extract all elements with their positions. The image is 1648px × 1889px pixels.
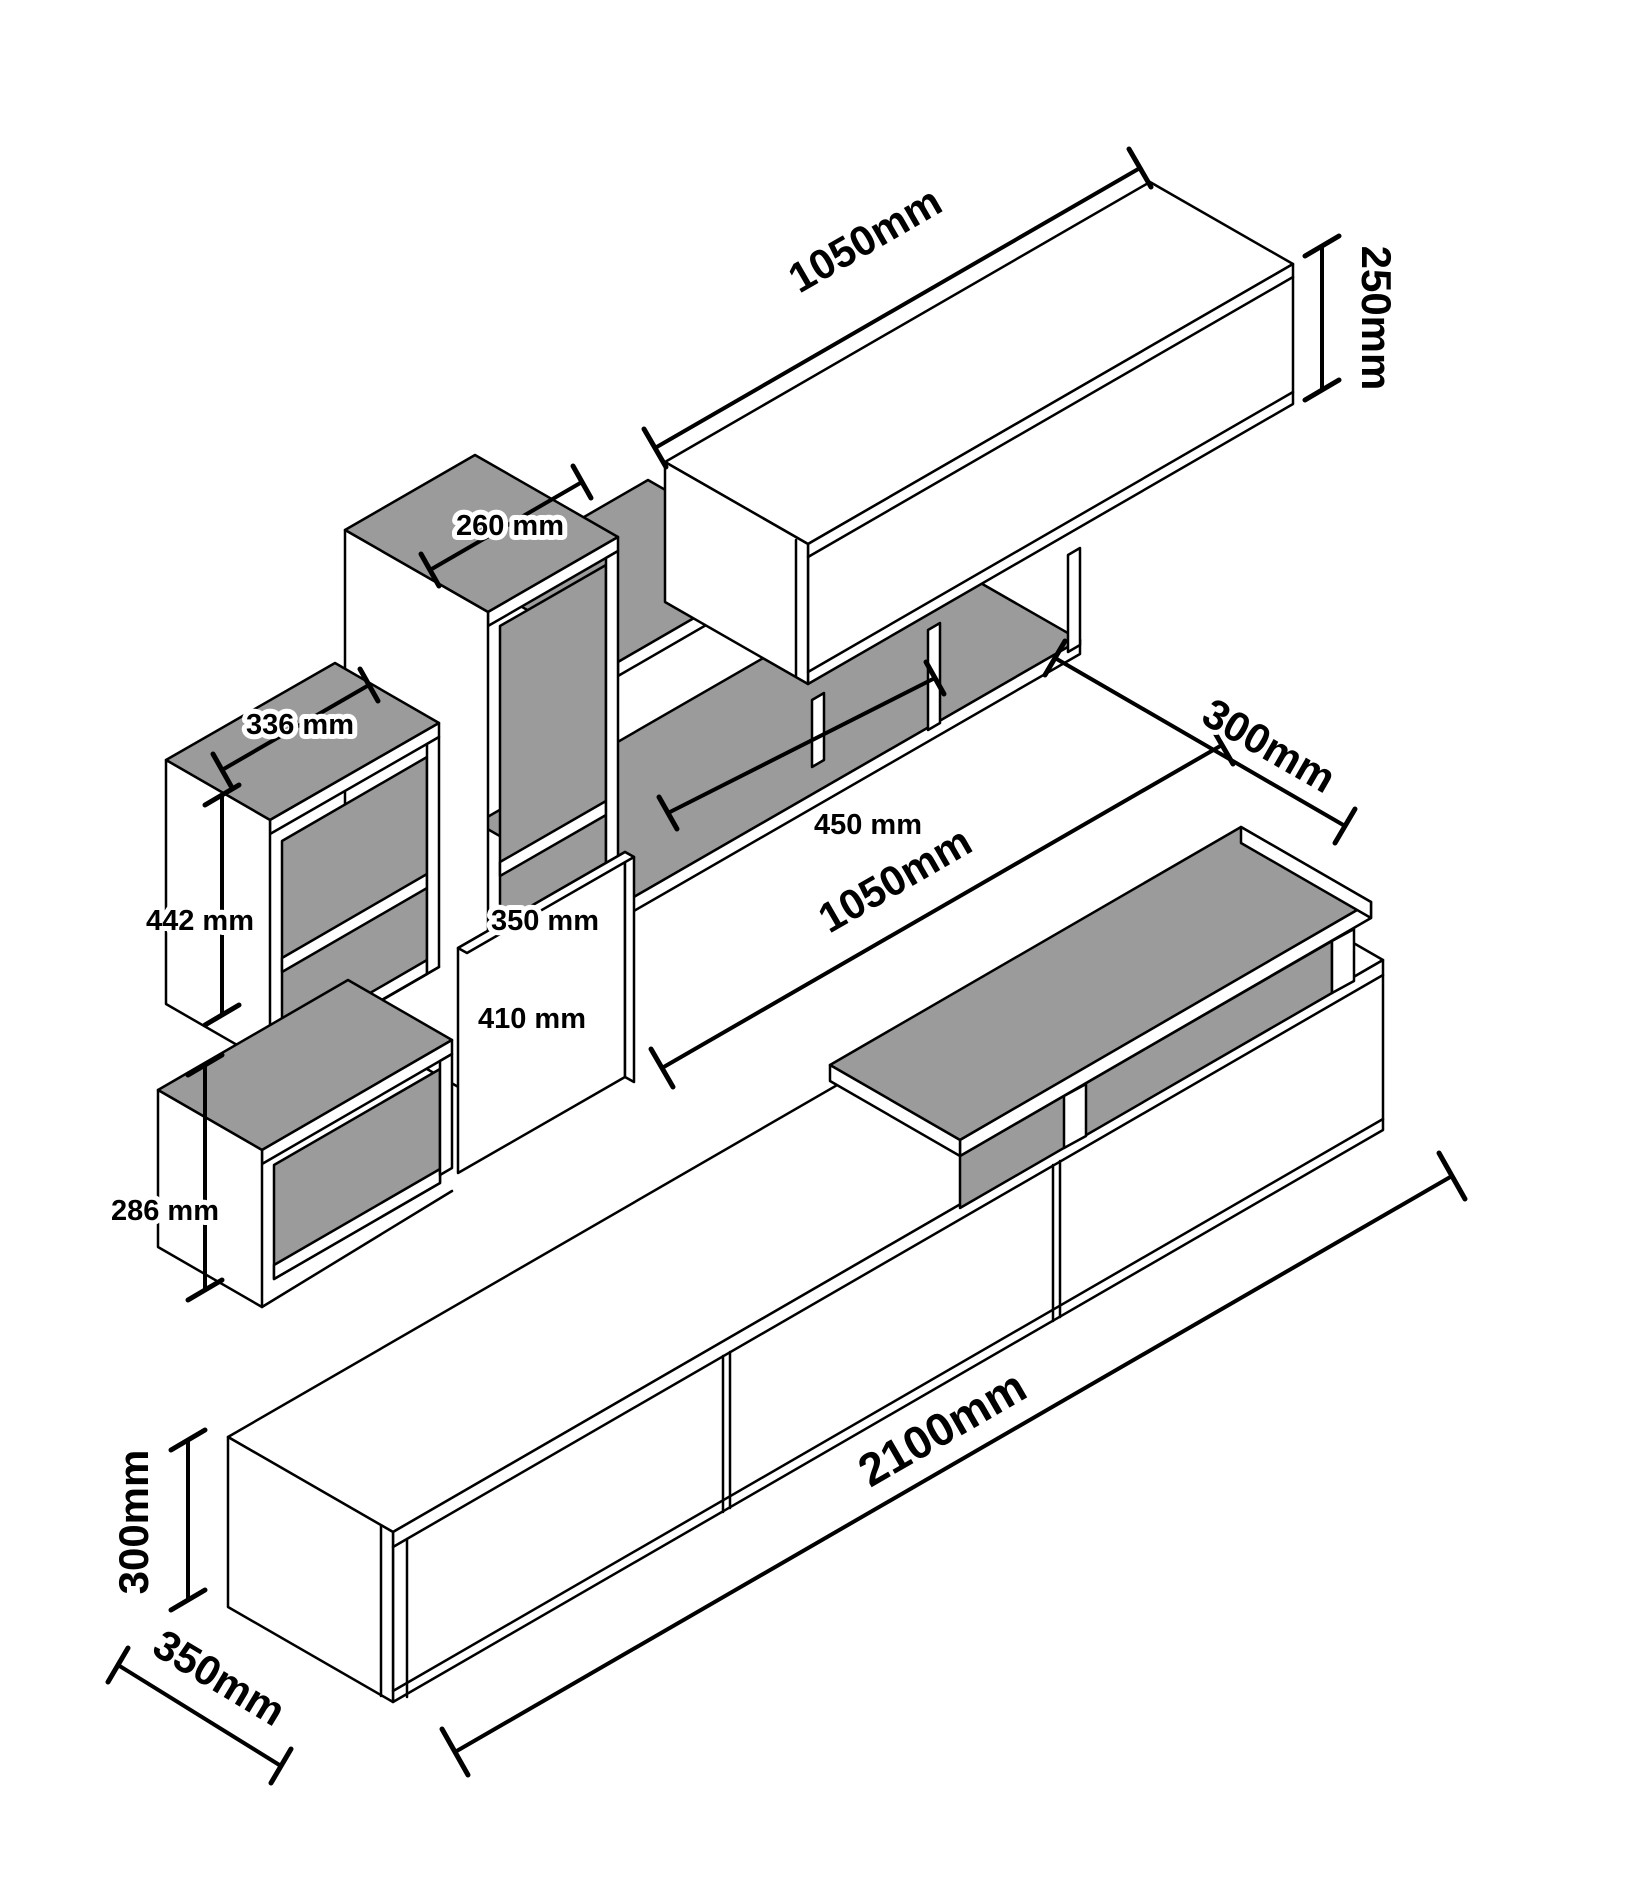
small-shelf-right-panel-edge [438,1052,454,1177]
label-wall-cabinet-length: 1050mm [780,177,949,302]
floating-shelf-left-edge [828,1063,962,1158]
small-shelf-left-side-panel [156,1088,264,1309]
dim-tick [1302,377,1342,403]
label-tv-stand-depth: 350mm [145,1620,293,1735]
small-shelf [156,978,454,1309]
door-panel-top-edge [456,850,636,955]
dim-lower-cubby-width [656,659,947,832]
label-cube-height: 442 mm [146,905,254,937]
wall-cabinet-panel-edge-top [806,275,1295,559]
door-panel [456,850,636,1175]
dim-wall-cabinet-length [641,146,1154,470]
tv-stand-top-reveal [391,973,1385,1549]
dim-tick [202,782,242,808]
dim-line [1053,656,1347,828]
dim-tick [641,426,669,470]
dim-tick [1332,806,1358,846]
wall-cabinet [663,180,1295,686]
dim-tick [1042,638,1068,678]
small-shelf-bottom-shelf [272,1167,442,1281]
dim-tick [1302,233,1342,259]
wall-cabinet-panel-edge-bottom [806,390,1295,674]
label-cube-width: 336 mm [246,709,354,741]
dim-tick [268,1746,294,1786]
label-wall-cabinet-height: 250mm [1353,246,1400,391]
dim-line [666,676,937,815]
tv-stand-door-divider-2 [1051,1159,1062,1323]
label-door-height: 410 mm [478,1003,586,1035]
label-tower-top-width: 260 mm [456,510,564,542]
right-end-panel [1066,546,1082,654]
dim-small-shelf-height [185,1052,225,1303]
dim-tick [1126,146,1154,190]
label-door-width: 350 mm [491,905,599,937]
cabinet-support-panel [810,691,826,769]
dim-tv-stand-height [168,1427,208,1613]
dim-cube-width [210,666,381,789]
door-panel-side-edge [623,850,636,1084]
label-floating-shelf-depth: 300mm [1195,689,1344,802]
dim-tick [168,1427,208,1453]
label-lower-cubby-width: 450 mm [814,809,922,841]
dim-tick [210,751,234,789]
dim-tick [357,666,381,704]
floating-shelf [828,825,1373,1210]
label-small-shelf-height: 286 mm [111,1195,219,1227]
dim-tick [168,1587,208,1613]
dim-line [653,166,1142,450]
dim-tick [656,794,680,832]
tv-stand-door-divider-1 [721,1350,732,1514]
small-shelf-bottom-edge [260,1189,454,1309]
dim-tick [923,659,947,697]
dim-tick [439,1726,471,1778]
dim-line [660,743,1224,1070]
dim-line [220,683,371,772]
floating-shelf-right-edge [1239,825,1373,920]
cube-left-side-panel [164,758,272,1066]
dim-line [453,1174,1454,1754]
tv-stand-bottom-reveal [391,1117,1385,1693]
dim-wall-cabinet-height [1302,233,1342,403]
dim-tick [570,463,594,501]
dim-tick [185,1277,225,1303]
dim-tick [185,1052,225,1078]
dim-tick [105,1645,131,1685]
dim-tick [418,551,442,589]
label-tv-stand-height: 300mm [110,1450,157,1595]
dim-tv-stand-length [439,1150,1468,1778]
tv-stand-left-face [226,1435,395,1704]
dim-tv-stand-depth [105,1645,294,1786]
dim-tick [648,1046,676,1090]
cube-right-panel-edge [425,735,441,976]
dim-cube-height [202,782,242,1028]
dim-tower-top-width [418,463,594,589]
dim-line [428,480,584,572]
dim-tick [202,1002,242,1028]
dim-tick [1436,1150,1468,1202]
dim-floating-shelf-depth [1042,638,1358,846]
dim-line [116,1663,283,1768]
